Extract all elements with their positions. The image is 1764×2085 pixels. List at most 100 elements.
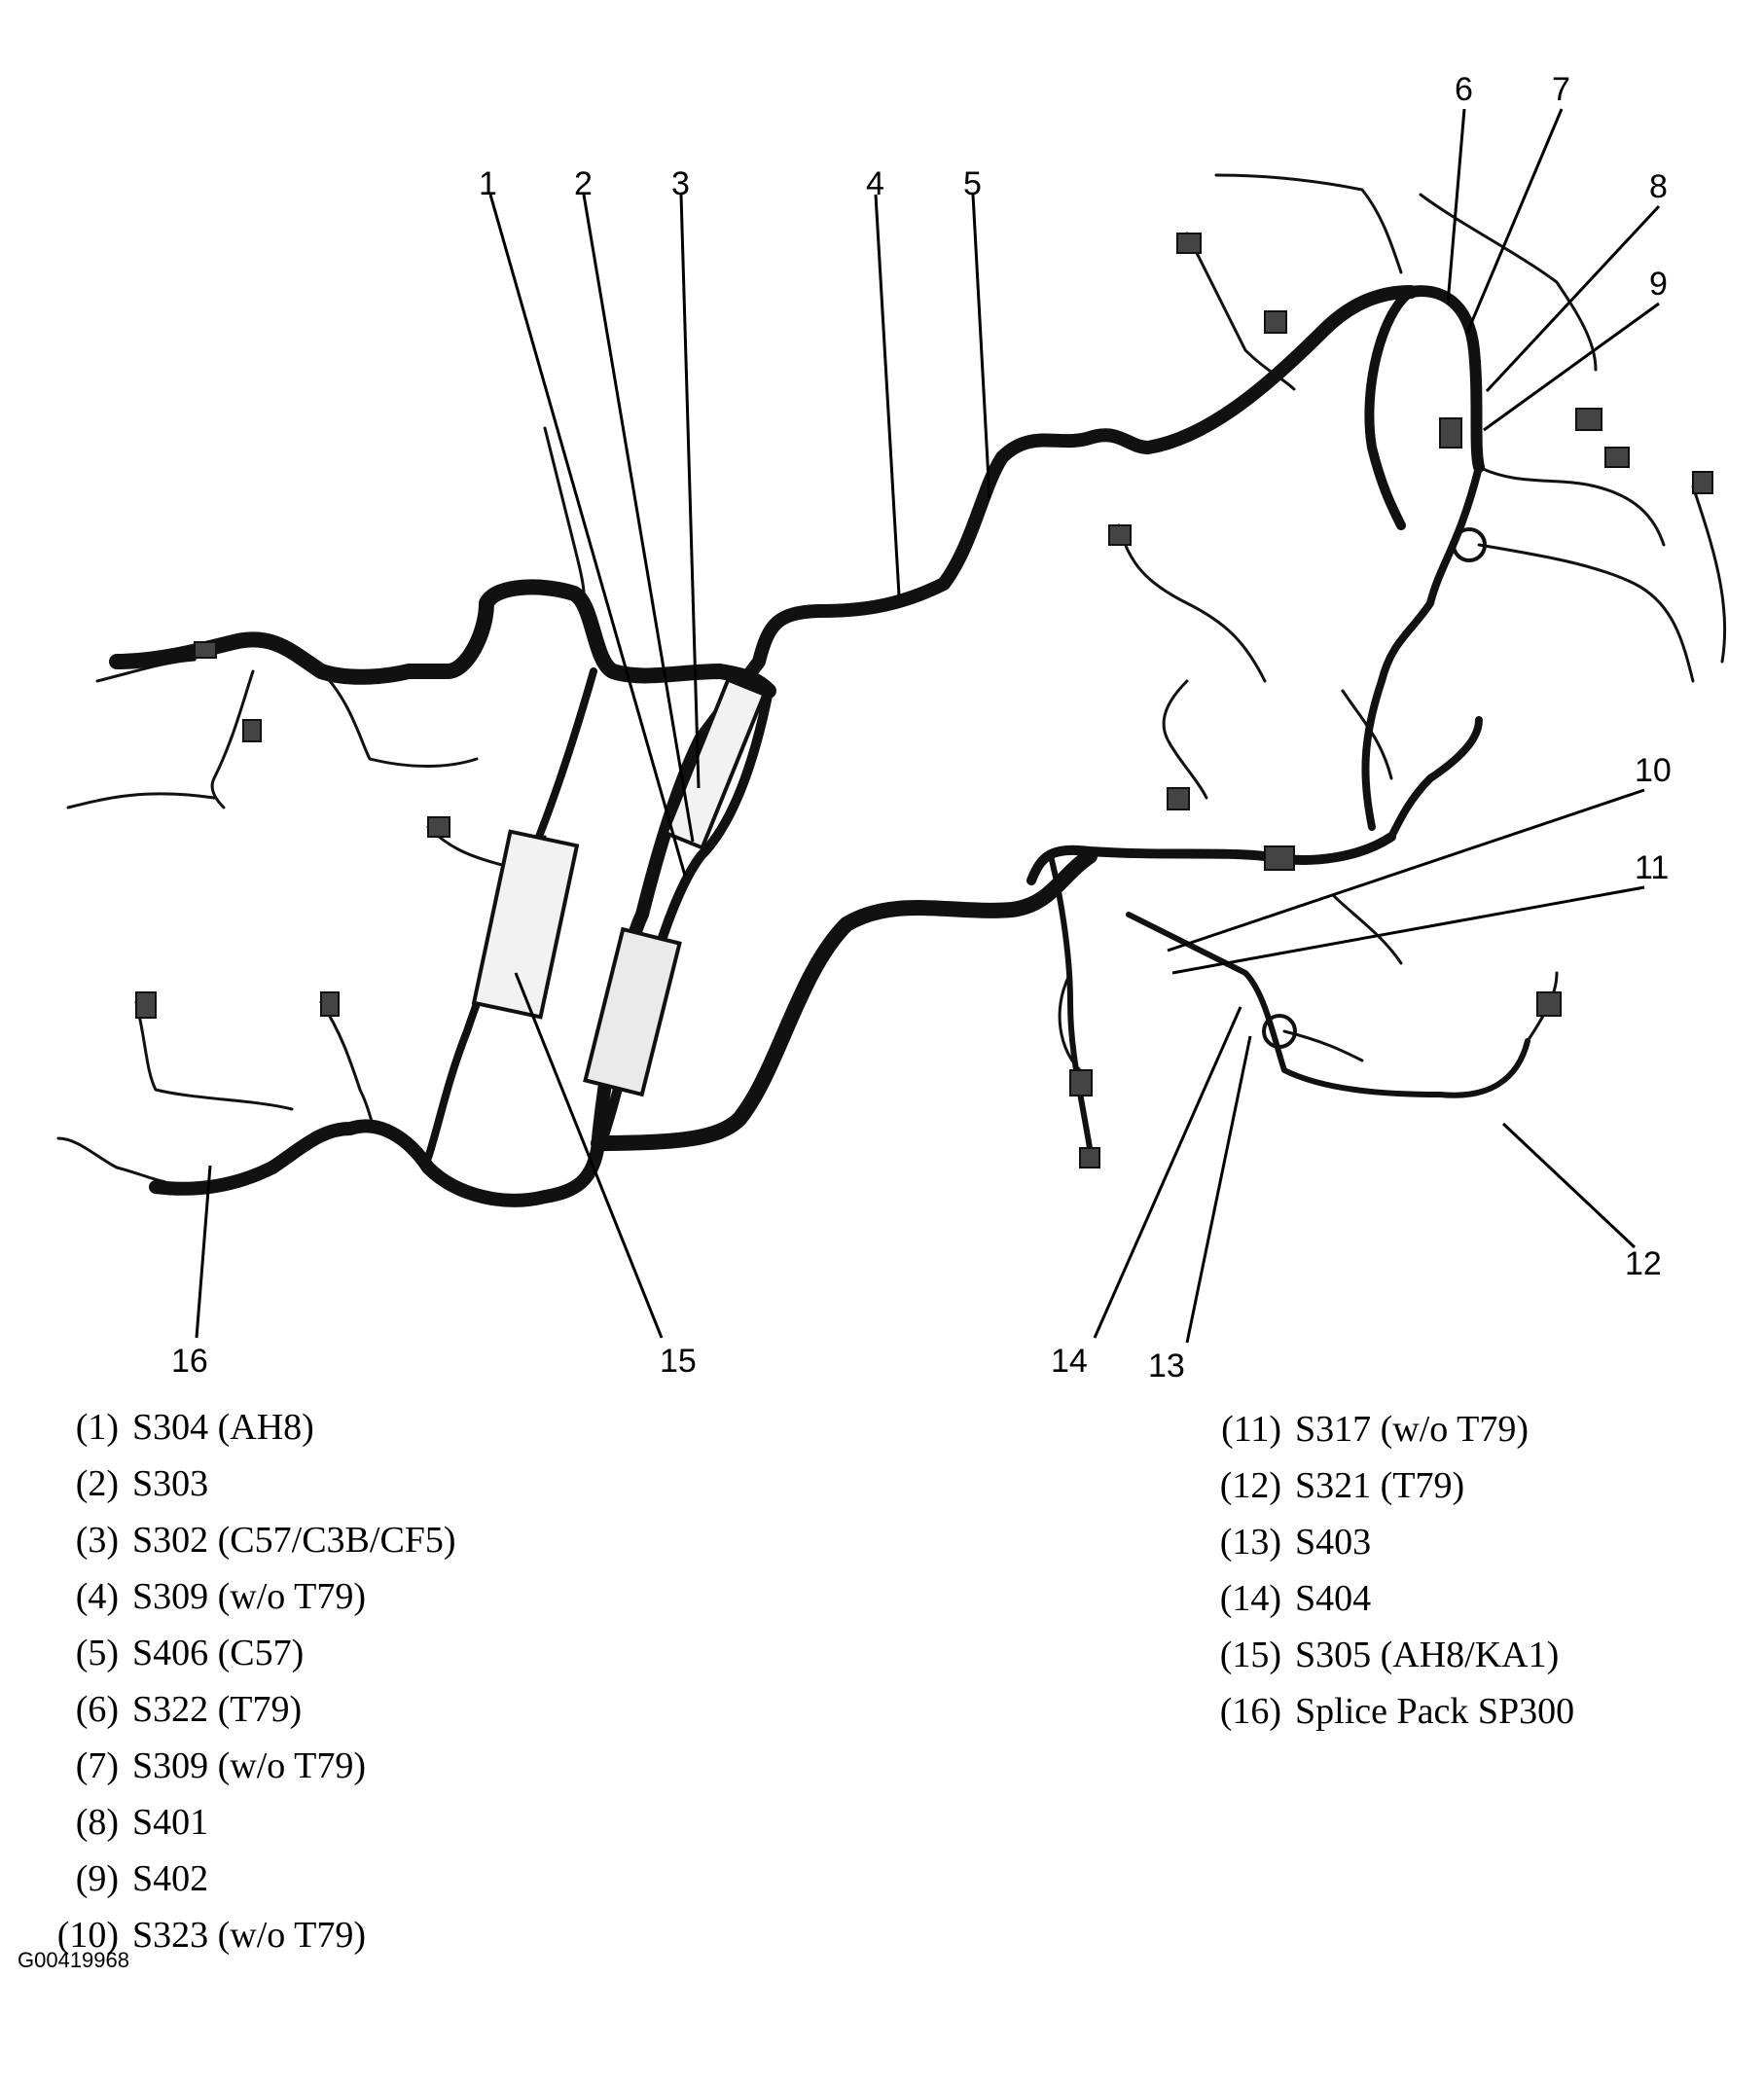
callout-11: 11 (1635, 849, 1669, 886)
callout-8: 8 (1649, 168, 1668, 205)
legend-number: (15) (1219, 1635, 1281, 1675)
legend-number: (3) (75, 1520, 119, 1561)
legend-item: (12) S321 (T79) (1211, 1457, 1574, 1514)
legend-number: (7) (75, 1745, 119, 1786)
callout-12: 12 (1625, 1245, 1662, 1282)
legend-item: (13) S403 (1211, 1514, 1574, 1570)
legend-item: (11) S317 (w/o T79) (1211, 1401, 1574, 1457)
connector (1079, 1147, 1100, 1168)
callouts: 1 2 3 4 5 6 7 8 9 10 11 12 13 14 15 16 (171, 71, 1672, 1384)
leader-10 (1167, 788, 1645, 953)
legend-text: S323 (w/o T79) (132, 1915, 366, 1956)
legend-item: (16) Splice Pack SP300 (1211, 1683, 1574, 1740)
legend-number: (13) (1219, 1522, 1281, 1563)
legend-item: (2) S303 (49, 1456, 456, 1512)
harness-branches (56, 173, 1727, 1184)
legend-text: S302 (C57/C3B/CF5) (132, 1520, 456, 1561)
leader-16 (195, 1165, 212, 1339)
connector (1692, 471, 1713, 494)
legend-item: (1) S304 (AH8) (49, 1399, 456, 1456)
legend-text: S401 (132, 1802, 209, 1843)
legend-item: (15)S305 (AH8/KA1) (1211, 1627, 1574, 1683)
legend-text: S304 (AH8) (132, 1407, 314, 1448)
legend-text: S303 (132, 1463, 209, 1504)
legend-text: S309 (w/o T79) (132, 1576, 366, 1617)
callout-5: 5 (963, 165, 982, 202)
legend-number: (9) (75, 1858, 119, 1899)
legend-item: (9) S402 (49, 1851, 456, 1907)
legend-left: (1) S304 (AH8) (2) S303 (3) S302 (C57/C3B/C… (49, 1399, 456, 1963)
legend-item: (10) S323 (w/o T79) (49, 1907, 456, 1963)
legend-item: (14) S404 (1211, 1570, 1574, 1627)
legend-right: (11) S317 (w/o T79) (12) S321 (T79) (13) S4… (1211, 1401, 1574, 1740)
legend-number: (8) (75, 1802, 119, 1843)
legend-item: (7) S309 (w/o T79) (49, 1738, 456, 1794)
legend-text: S317 (w/o T79) (1295, 1409, 1529, 1450)
legend-number: (14) (1219, 1578, 1281, 1619)
callout-6: 6 (1455, 71, 1473, 108)
callout-13: 13 (1148, 1348, 1185, 1384)
leader-2 (582, 194, 695, 843)
connector (320, 991, 340, 1017)
legend-text: S402 (132, 1858, 209, 1899)
leader-5 (971, 194, 991, 499)
legend-item: (3) S302 (C57/C3B/CF5) (49, 1512, 456, 1568)
modules (471, 677, 767, 1097)
connector (242, 719, 262, 742)
leader-8 (1485, 204, 1661, 393)
legend-number: (4) (75, 1576, 119, 1617)
connector (1536, 991, 1562, 1017)
leader-7 (1465, 108, 1564, 334)
legend-text: Splice Pack SP300 (1295, 1691, 1575, 1732)
legend-number: (10) (56, 1915, 119, 1956)
connector (427, 816, 450, 838)
legend-number: (1) (75, 1407, 119, 1448)
leader-13 (1185, 1035, 1252, 1344)
leader-12 (1501, 1122, 1637, 1249)
legend-number: (11) (1221, 1409, 1281, 1450)
legend-number: (5) (75, 1633, 119, 1673)
connector (1176, 233, 1202, 254)
callout-16: 16 (171, 1343, 208, 1380)
legend-text: S321 (T79) (1295, 1465, 1465, 1506)
legend-item: (4) S309 (w/o T79) (49, 1568, 456, 1625)
module-box (471, 829, 580, 1020)
callout-9: 9 (1649, 266, 1668, 303)
figure-id: G00419968 (18, 1948, 129, 1972)
legend-text: S309 (w/o T79) (132, 1745, 366, 1786)
connector (1264, 845, 1295, 871)
leader-15 (514, 972, 664, 1339)
connector (1069, 1069, 1093, 1096)
legend-text: S404 (1295, 1578, 1372, 1619)
legend-text: S403 (1295, 1522, 1372, 1563)
legend-text: S322 (T79) (132, 1689, 303, 1730)
leader-11 (1171, 885, 1645, 975)
harness-trunks (109, 285, 1530, 1207)
callout-3: 3 (671, 165, 690, 202)
leader-9 (1483, 302, 1660, 432)
module-box (583, 926, 682, 1097)
leader-1 (488, 194, 687, 877)
legend-number: (16) (1219, 1691, 1281, 1732)
callout-14: 14 (1051, 1343, 1088, 1380)
leader-lines (195, 108, 1661, 1344)
legend-item: (5)S406 (C57) (49, 1625, 456, 1681)
callout-4: 4 (866, 165, 884, 202)
connector (1575, 408, 1602, 431)
connector (1108, 524, 1132, 546)
connector (1167, 787, 1190, 810)
leader-6 (1446, 108, 1466, 305)
legend-number: (6) (75, 1689, 119, 1730)
callout-15: 15 (660, 1343, 697, 1380)
grommet (1262, 1014, 1297, 1049)
connector (1264, 310, 1287, 334)
connector (194, 641, 217, 659)
legend-number: (2) (75, 1463, 119, 1504)
leader-3 (679, 194, 701, 789)
grommet (1452, 527, 1487, 562)
connectors (135, 233, 1713, 1168)
callout-10: 10 (1635, 752, 1672, 789)
legend-number: (12) (1219, 1465, 1281, 1506)
wiring-harness-diagram: 1 2 3 4 5 6 7 8 9 10 11 12 13 14 15 16 (56, 71, 1727, 1384)
legend-item: (6) S322 (T79) (49, 1681, 456, 1738)
